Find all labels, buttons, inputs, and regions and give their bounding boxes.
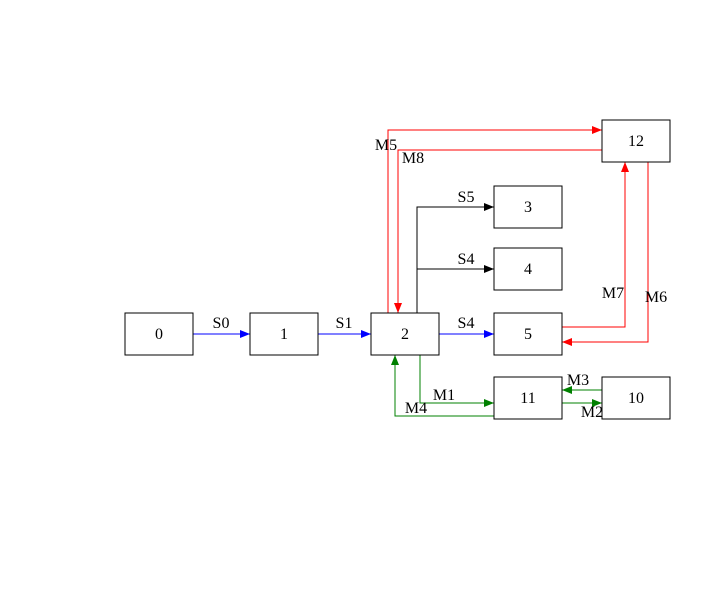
edge-m8: M8 <box>394 149 602 313</box>
node-2-label: 2 <box>401 326 409 343</box>
edge-s4-to-5: S4 <box>439 315 494 338</box>
edge-m4-line <box>391 355 494 417</box>
edge-m5-line <box>387 126 602 313</box>
node-3-label: 3 <box>524 199 532 216</box>
edge-m4-label: M4 <box>405 400 427 417</box>
node-5-box <box>493 312 563 356</box>
edge-s1-label: S1 <box>336 315 353 332</box>
node-11-box <box>493 376 563 420</box>
node-10-label: 10 <box>628 390 644 407</box>
node-3-box <box>493 185 563 229</box>
node-4-label: 4 <box>524 261 532 278</box>
edge-s5-label: S5 <box>458 189 475 206</box>
node-2-box <box>370 312 440 356</box>
edge-m6-label: M6 <box>645 289 667 306</box>
node-10-box <box>601 376 671 420</box>
edge-m7-label: M7 <box>602 285 624 302</box>
node-0-label: 0 <box>155 326 163 343</box>
node-12-box <box>601 119 671 163</box>
edge-m1-label: M1 <box>433 387 455 404</box>
node-2: 2 <box>370 312 440 356</box>
edge-s5-line <box>416 203 494 313</box>
edge-m1: M1 <box>419 355 494 407</box>
edge-s4-to-4-line <box>416 265 494 313</box>
edge-m1-line <box>419 355 494 407</box>
edge-s1: S1 <box>318 315 371 338</box>
node-5: 5 <box>493 312 563 356</box>
node-0: 0 <box>124 312 194 356</box>
edge-m6: M6 <box>562 162 667 346</box>
edge-s0: S0 <box>193 315 250 338</box>
node-4: 4 <box>493 247 563 291</box>
node-12-label: 12 <box>628 133 644 150</box>
edge-m5-label: M5 <box>375 137 397 154</box>
node-1: 1 <box>249 312 319 356</box>
edge-s4-to-4-label: S4 <box>458 251 475 268</box>
edge-m7-line <box>562 162 629 328</box>
node-10: 10 <box>601 376 671 420</box>
edge-m2-label: M2 <box>581 404 603 421</box>
edge-m6-line <box>562 162 649 346</box>
edge-s5: S5 <box>416 189 494 313</box>
edge-m8-label: M8 <box>402 150 424 167</box>
node-11: 11 <box>493 376 563 420</box>
edge-m4: M4 <box>391 355 494 417</box>
edge-m7: M7 <box>562 162 629 328</box>
edge-s0-label: S0 <box>213 315 230 332</box>
edge-m8-line <box>394 149 602 313</box>
edge-s4-to-5-label: S4 <box>458 315 475 332</box>
edge-m3-label: M3 <box>567 372 589 389</box>
node-12: 12 <box>601 119 671 163</box>
node-3: 3 <box>493 185 563 229</box>
node-4-box <box>493 247 563 291</box>
node-11-label: 11 <box>520 390 535 407</box>
edge-s4-to-4: S4 <box>416 251 494 313</box>
node-0-box <box>124 312 194 356</box>
edge-m2: M2 <box>562 399 603 421</box>
edge-m3: M3 <box>562 372 602 394</box>
node-5-label: 5 <box>524 326 532 343</box>
edge-m5: M5 <box>375 126 602 313</box>
node-1-box <box>249 312 319 356</box>
node-1-label: 1 <box>280 326 288 343</box>
